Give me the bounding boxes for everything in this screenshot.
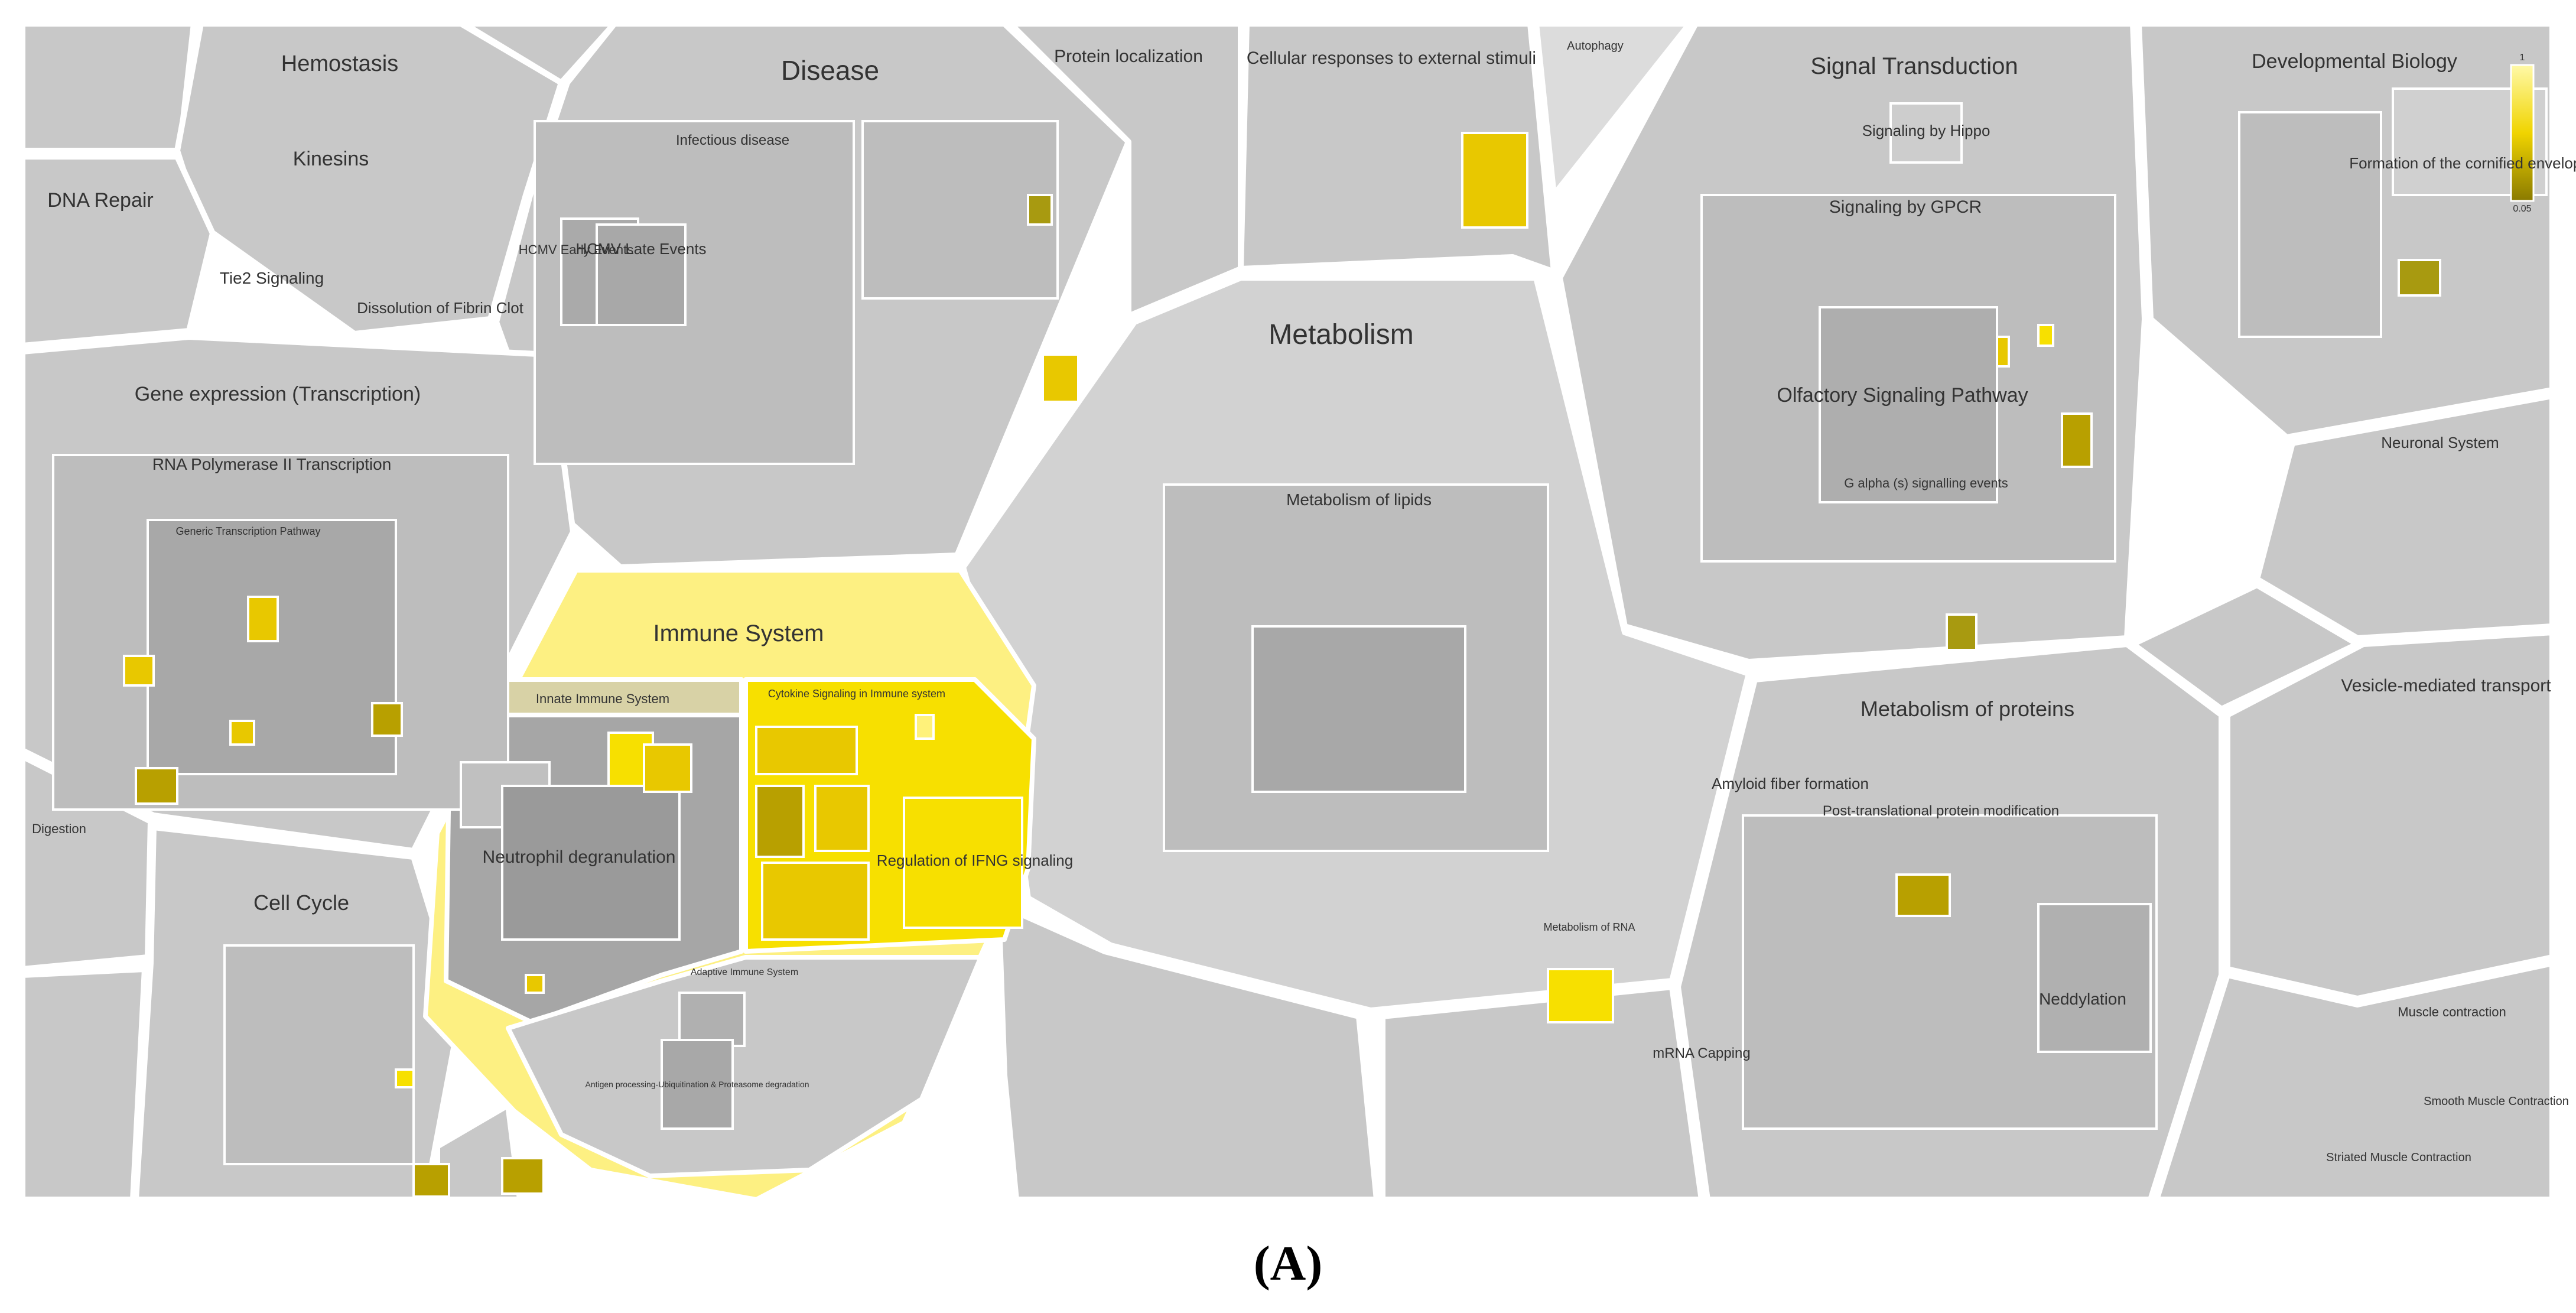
legend-gradient-bar bbox=[2510, 64, 2535, 202]
label-infectious-disease: Infectious disease bbox=[676, 132, 789, 148]
cell-generic-transcription[interactable] bbox=[147, 519, 397, 775]
label-immune-system: Immune System bbox=[653, 620, 824, 646]
label-protein-localization: Protein localization bbox=[1054, 47, 1203, 66]
label-olfactory: Olfactory Signaling Pathway bbox=[1777, 384, 2028, 407]
cell-regulation-ifng[interactable] bbox=[903, 797, 1023, 929]
cell-innate-hit-b[interactable] bbox=[643, 743, 692, 793]
figure-caption: (A) bbox=[1253, 1236, 1323, 1291]
label-galpha-s: G alpha (s) signalling events bbox=[1844, 476, 2008, 490]
label-kinesins: Kinesins bbox=[293, 148, 369, 170]
cell-rna-hit[interactable] bbox=[1547, 968, 1614, 1023]
cell-cytokine-hit-c[interactable] bbox=[761, 862, 870, 941]
label-mrna-capping: mRNA Capping bbox=[1653, 1045, 1750, 1061]
label-hemostasis: Hemostasis bbox=[281, 51, 399, 76]
label-generic-transcription: Generic Transcription Pathway bbox=[175, 525, 320, 537]
label-metabolism: Metabolism bbox=[1269, 319, 1413, 350]
label-metabolism-of-proteins: Metabolism of proteins bbox=[1861, 697, 2074, 721]
cell-olfactory-signaling[interactable] bbox=[1819, 306, 1998, 503]
cell-adaptive-sub-a[interactable] bbox=[678, 992, 746, 1047]
label-cytokine: Cytokine Signaling in Immune system bbox=[768, 688, 945, 700]
label-striated-muscle: Striated Muscle Contraction bbox=[2326, 1151, 2471, 1164]
cell-misc-top-left[interactable] bbox=[19, 21, 197, 154]
cell-stress-hit[interactable] bbox=[1461, 132, 1528, 229]
label-metabolism-of-rna: Metabolism of RNA bbox=[1543, 921, 1635, 933]
cell-gene-hit-c[interactable] bbox=[229, 720, 255, 746]
cell-transport-small-molecules[interactable] bbox=[996, 901, 1380, 1202]
legend-max-label: 1 bbox=[2520, 53, 2525, 63]
label-autophagy: Autophagy bbox=[1567, 40, 1624, 53]
label-dissolution: Dissolution of Fibrin Clot bbox=[357, 299, 524, 317]
label-hippo: Signaling by Hippo bbox=[1862, 122, 1990, 139]
label-lipids: Metabolism of lipids bbox=[1286, 490, 1432, 509]
label-cornified: Formation of the cornified envelope bbox=[2349, 154, 2576, 172]
cell-bottom-hit-b[interactable] bbox=[501, 1157, 545, 1195]
label-neddylation: Neddylation bbox=[2039, 990, 2126, 1008]
cell-neddylation[interactable] bbox=[2037, 903, 2152, 1053]
cell-muscle-contraction[interactable] bbox=[2154, 960, 2555, 1202]
cell-gene-hit-d[interactable] bbox=[371, 702, 403, 737]
label-hcmv-early: HCMV Early Events bbox=[519, 242, 633, 257]
cell-hcmv-late[interactable] bbox=[596, 223, 687, 326]
cell-disease-sub-b[interactable] bbox=[861, 120, 1059, 300]
label-cellular-responses: Cellular responses to external stimuli bbox=[1247, 48, 1536, 68]
legend-min-label: 0.05 bbox=[2513, 204, 2531, 214]
label-innate: Innate Immune System bbox=[536, 691, 669, 706]
cell-gene-hit-a[interactable] bbox=[247, 596, 279, 642]
label-signal-transduction: Signal Transduction bbox=[1810, 53, 2018, 79]
cell-dev-hit[interactable] bbox=[2398, 259, 2441, 297]
cell-gene-hit-b[interactable] bbox=[123, 655, 155, 687]
cell-dna-repair[interactable] bbox=[19, 154, 216, 349]
cell-protein-localization[interactable] bbox=[1007, 21, 1244, 319]
cell-signaling-by-hippo[interactable] bbox=[1889, 102, 1963, 164]
cell-gpcr-hit-a[interactable] bbox=[2037, 324, 2054, 347]
cell-cytokine-hit-a[interactable] bbox=[755, 785, 805, 858]
cell-gpcr-hit-c[interactable] bbox=[2061, 412, 2093, 468]
label-dna-repair: DNA Repair bbox=[47, 189, 154, 212]
label-hcmv-late: HCMV Late Events bbox=[575, 240, 706, 258]
label-antigen-processing: Antigen processing-Ubiquitination & Prot… bbox=[585, 1080, 809, 1089]
cell-metabolism-of-rna[interactable] bbox=[1380, 984, 1705, 1202]
label-gpcr: Signaling by GPCR bbox=[1829, 197, 1982, 217]
label-disease: Disease bbox=[781, 55, 879, 86]
cell-cell-cycle-sub[interactable] bbox=[223, 944, 415, 1165]
cell-cytokine-hit-b[interactable] bbox=[814, 785, 870, 852]
label-neuronal-system: Neuronal System bbox=[2381, 434, 2499, 451]
label-smooth-muscle: Smooth Muscle Contraction bbox=[2424, 1095, 2569, 1108]
cell-ptm-hit[interactable] bbox=[1895, 873, 1951, 917]
cell-autophagy[interactable] bbox=[1533, 21, 1693, 198]
cell-neutrophil-degranulation[interactable] bbox=[501, 785, 681, 941]
cell-disease-hit-a[interactable] bbox=[1027, 194, 1053, 226]
cell-gene-hit-e[interactable] bbox=[135, 767, 178, 805]
label-cell-cycle: Cell Cycle bbox=[253, 890, 349, 915]
label-ptm: Post-translational protein modification bbox=[1823, 803, 2059, 819]
label-developmental-biology: Developmental Biology bbox=[2252, 50, 2457, 73]
label-vesicle-transport: Vesicle-mediated transport bbox=[2341, 676, 2551, 696]
cell-lower-left[interactable] bbox=[19, 966, 148, 1202]
cell-vesicle-transport[interactable] bbox=[2224, 629, 2555, 1002]
label-adaptive: Adaptive Immune System bbox=[691, 967, 798, 977]
cell-neuronal-system[interactable] bbox=[2254, 393, 2555, 641]
label-gene-expression: Gene expression (Transcription) bbox=[135, 383, 421, 405]
cell-cytokine-hit-d[interactable] bbox=[915, 714, 935, 740]
cell-gpcr-hit-b[interactable] bbox=[1996, 336, 2010, 368]
label-ifng: Regulation of IFNG signaling bbox=[877, 852, 1073, 869]
label-muscle-contraction: Muscle contraction bbox=[2398, 1005, 2506, 1019]
label-digestion: Digestion bbox=[32, 821, 86, 836]
cell-disease-hit-b[interactable] bbox=[1042, 353, 1079, 403]
label-neutrophil: Neutrophil degranulation bbox=[483, 847, 676, 867]
label-tie2: Tie2 Signaling bbox=[220, 269, 324, 287]
cell-bottom-hit-a[interactable] bbox=[412, 1163, 450, 1198]
cell-antigen-processing[interactable] bbox=[661, 1039, 734, 1130]
label-amyloid: Amyloid fiber formation bbox=[1712, 775, 1869, 792]
cell-growth-hormone[interactable] bbox=[755, 726, 858, 775]
cell-cycle-hit[interactable] bbox=[395, 1068, 415, 1088]
cell-fatty-acid[interactable] bbox=[1251, 625, 1466, 793]
cell-adaptive-immune-system[interactable] bbox=[506, 955, 983, 1178]
cell-innate-hit-c[interactable] bbox=[525, 974, 545, 994]
cell-signaling-hit[interactable] bbox=[1946, 613, 1977, 651]
label-rnapol-ii: RNA Polymerase II Transcription bbox=[152, 455, 392, 473]
cell-dev-sub[interactable] bbox=[2238, 111, 2382, 338]
